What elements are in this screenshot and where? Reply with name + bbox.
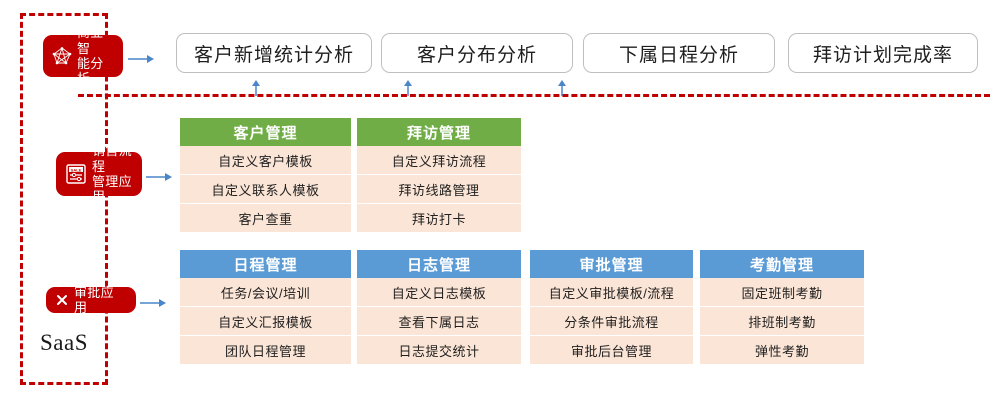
card-row[interactable]: 客户查重: [180, 204, 351, 232]
card-attendance-management[interactable]: 考勤管理 固定班制考勤 排班制考勤 弹性考勤: [700, 250, 864, 364]
tab-label: 下属日程分析: [618, 44, 739, 66]
card-row[interactable]: 排班制考勤: [700, 307, 864, 336]
card-schedule-management[interactable]: 日程管理 任务/会议/培训 自定义汇报模板 团队日程管理: [180, 250, 351, 364]
card-row[interactable]: 拜访打卡: [357, 204, 521, 232]
tab-visit-plan-completion-rate[interactable]: 拜访计划完成率: [788, 33, 978, 73]
card-row[interactable]: 固定班制考勤: [700, 278, 864, 307]
svg-text:SALE: SALE: [71, 167, 82, 172]
card-row[interactable]: 自定义日志模板: [357, 278, 521, 307]
tab-label: 客户分布分析: [416, 44, 537, 66]
card-row[interactable]: 自定义客户模板: [180, 146, 351, 175]
badge-approve-label: 审批应用: [74, 284, 114, 315]
card-row[interactable]: 自定义联系人模板: [180, 175, 351, 204]
saas-label: SaaS: [40, 330, 88, 355]
badge-approval-app[interactable]: 审批应用: [46, 284, 136, 315]
cross-check-icon: [55, 293, 69, 307]
card-header: 日程管理: [180, 250, 351, 278]
arrow-right-icon-sales: [146, 169, 172, 181]
card-log-management[interactable]: 日志管理 自定义日志模板 查看下属日志 日志提交统计: [357, 250, 521, 364]
badge-sales-label: 销售流程 管理应用: [92, 143, 132, 205]
arrow-right-icon-bi: [128, 51, 154, 63]
network-graph-icon: [52, 46, 72, 66]
card-row[interactable]: 自定义汇报模板: [180, 307, 351, 336]
card-header: 拜访管理: [357, 118, 521, 146]
arrow-up-icon-1: [251, 80, 261, 96]
tab-subordinate-schedule-analysis[interactable]: 下属日程分析: [583, 33, 775, 73]
card-header: 考勤管理: [700, 250, 864, 278]
card-row[interactable]: 分条件审批流程: [530, 307, 693, 336]
badge-sales-process[interactable]: SALE 销售流程 管理应用: [56, 143, 142, 204]
card-customer-management[interactable]: 客户管理 自定义客户模板 自定义联系人模板 客户查重: [180, 118, 351, 232]
tab-customer-distribution-analysis[interactable]: 客户分布分析: [381, 33, 573, 73]
saas-boundary-box: [20, 13, 108, 385]
card-header: 客户管理: [180, 118, 351, 146]
card-row[interactable]: 自定义审批模板/流程: [530, 278, 693, 307]
card-row[interactable]: 团队日程管理: [180, 336, 351, 364]
badge-bi-label: 商业智 能分析: [77, 25, 104, 87]
tab-customer-growth-analysis[interactable]: 客户新增统计分析: [176, 33, 372, 73]
arrow-up-icon-3: [557, 80, 567, 96]
arrow-right-icon-approve: [140, 295, 166, 307]
card-header: 日志管理: [357, 250, 521, 278]
arrow-up-icon-2: [403, 80, 413, 96]
tab-label: 客户新增统计分析: [193, 44, 354, 66]
horizontal-dashed-divider: [78, 94, 990, 97]
card-row[interactable]: 审批后台管理: [530, 336, 693, 364]
card-visit-management[interactable]: 拜访管理 自定义拜访流程 拜访线路管理 拜访打卡: [357, 118, 521, 232]
card-row[interactable]: 日志提交统计: [357, 336, 521, 364]
card-row[interactable]: 任务/会议/培训: [180, 278, 351, 307]
sale-tag-icon: SALE: [65, 163, 87, 185]
card-row[interactable]: 自定义拜访流程: [357, 146, 521, 175]
badge-business-intelligence[interactable]: 商业智 能分析: [43, 25, 123, 86]
card-row[interactable]: 拜访线路管理: [357, 175, 521, 204]
card-row[interactable]: 弹性考勤: [700, 336, 864, 364]
card-row[interactable]: 查看下属日志: [357, 307, 521, 336]
card-approval-management[interactable]: 审批管理 自定义审批模板/流程 分条件审批流程 审批后台管理: [530, 250, 693, 364]
card-header: 审批管理: [530, 250, 693, 278]
tab-label: 拜访计划完成率: [812, 44, 953, 66]
